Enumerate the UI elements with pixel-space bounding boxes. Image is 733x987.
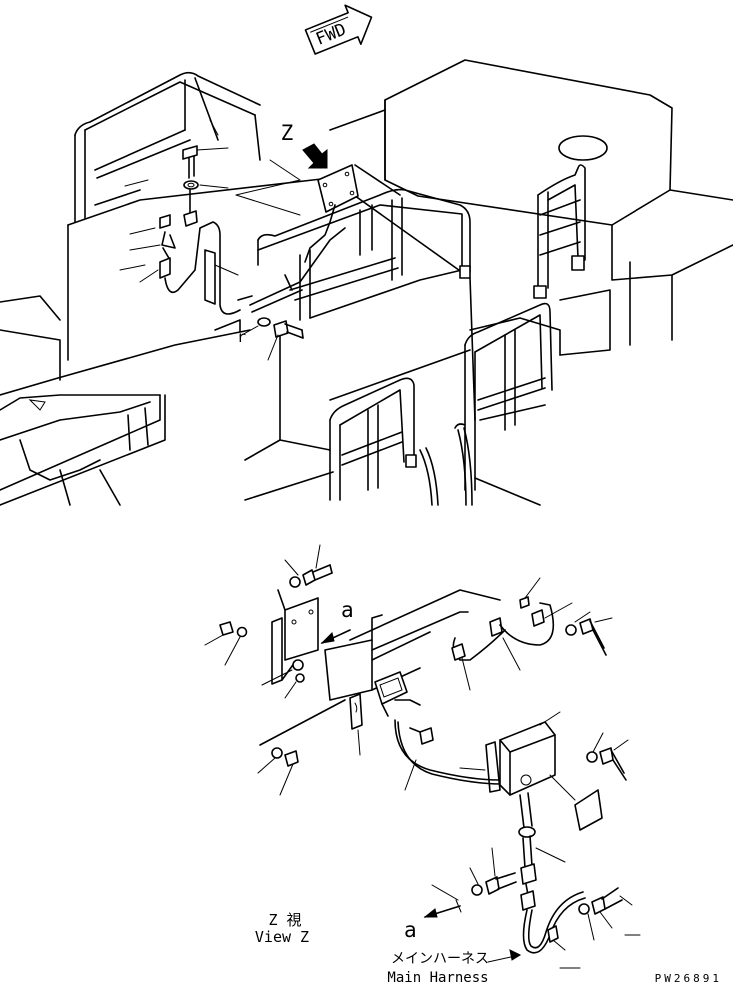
controller-box-upper <box>317 164 359 213</box>
fwd-arrow-sign: FWD <box>304 4 373 55</box>
lower-handrail <box>329 377 417 501</box>
center-handrail <box>257 188 471 321</box>
view-caption-en: View Z <box>255 928 309 946</box>
harness-label-jp: メインハーネス <box>391 951 489 967</box>
detail-a-letter-top: a <box>341 598 354 622</box>
left-handrail <box>74 71 261 223</box>
access-ladder <box>533 164 586 299</box>
machine-overview <box>0 59 733 506</box>
view-z-detail: a <box>204 544 641 969</box>
junction-box <box>499 721 556 796</box>
drawing-number: PW26891 <box>655 972 722 985</box>
mounting-plate <box>284 597 319 661</box>
callout-r: r <box>237 328 246 346</box>
hood-cap <box>558 135 608 161</box>
view-direction-arrow <box>302 143 328 169</box>
engine-hood <box>384 59 673 226</box>
view-caption-jp: Z 視 <box>268 911 301 929</box>
view-z-letter: Z <box>281 121 294 145</box>
right-stair-rail <box>464 302 553 491</box>
upper-exploded-parts: r <box>119 119 304 361</box>
detail-a-letter-bottom: a <box>404 918 417 942</box>
harness-label-en: Main Harness <box>387 970 488 986</box>
view-z-indicator: Z <box>281 121 359 263</box>
